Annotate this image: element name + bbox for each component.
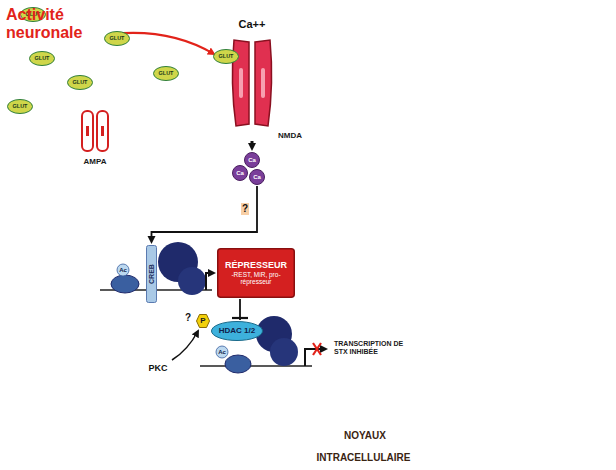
node-text: GLUT: [73, 79, 88, 85]
node-text: NOYAUX: [344, 430, 386, 442]
node-text: CREB: [147, 264, 155, 284]
node-text: P: [200, 316, 205, 325]
node-body: -REST, MiR, pro-répresseur: [220, 271, 292, 286]
node-text: GLUT: [13, 103, 28, 109]
edge-label: ?: [241, 203, 249, 215]
transcription-note: TRANSCRIPTION DE STX INHIBÉE: [334, 340, 414, 356]
hdac-enzyme: HDAC 1/2: [211, 321, 263, 341]
nucleus: NOYAUX CREB RÉPRESSEUR-REST, MiR, pro-répr…: [75, 195, 545, 453]
arrow-head: [148, 236, 156, 244]
node-text: GLUT: [159, 70, 174, 76]
node-text: AMPA: [84, 157, 107, 166]
glut-molecule: GLUT: [213, 49, 239, 64]
node-text: GLUT: [35, 55, 50, 61]
connector-line: [239, 299, 241, 320]
calcium-ion: Ca: [232, 165, 248, 181]
glut-molecule: GLUT: [7, 99, 33, 114]
phosphate-hexagon: P: [196, 314, 210, 328]
node-text: Ca: [236, 170, 244, 177]
node-text: GLUT: [219, 53, 234, 59]
node-text: GLUT: [110, 35, 125, 41]
arrow-head: [248, 143, 256, 151]
repressor-box: RÉPRESSEUR-REST, MiR, pro-répresseur: [217, 248, 295, 298]
acetyl-mark: Ac: [218, 349, 226, 356]
connector-line: [152, 186, 258, 238]
creb-factor: CREB: [146, 245, 157, 303]
node-text: RÉPRESSEUR: [225, 260, 287, 270]
node-text: Ca: [253, 174, 261, 181]
kinase-label: PKC: [148, 363, 167, 373]
glut-molecule: GLUT: [153, 66, 179, 81]
acetyl-mark: Ac: [119, 267, 127, 274]
glut-molecule: GLUT: [104, 31, 130, 46]
nmda-outline: [230, 38, 302, 140]
unknown-mark: ?: [185, 312, 191, 324]
pkc-arrow: [172, 331, 198, 360]
node-text: NMDA: [278, 131, 302, 140]
connector: [248, 141, 256, 151]
glut-molecule: GLUT: [29, 51, 55, 66]
connector: [232, 299, 248, 320]
gene-complex-active: [100, 242, 214, 295]
glut-molecule: GLUT: [67, 75, 93, 90]
ampa-receptor: AMPA: [75, 110, 115, 166]
node-text: HDAC 1/2: [219, 326, 255, 335]
inhibition-bar: [232, 317, 248, 319]
nuc-outline: [75, 195, 545, 453]
ion-label: Ca++: [239, 18, 266, 31]
node-text: Ca: [248, 157, 256, 164]
calcium-ion: Ca: [249, 169, 265, 185]
calcium-ion: Ca: [244, 152, 260, 168]
nmda-receptor: NMDA: [230, 38, 302, 140]
connector: [148, 186, 258, 244]
node-text: INTRACELLULAIRE: [317, 452, 411, 464]
activity-title: Activité neuronale: [6, 6, 116, 43]
gene-complex-repressed: [200, 316, 326, 373]
